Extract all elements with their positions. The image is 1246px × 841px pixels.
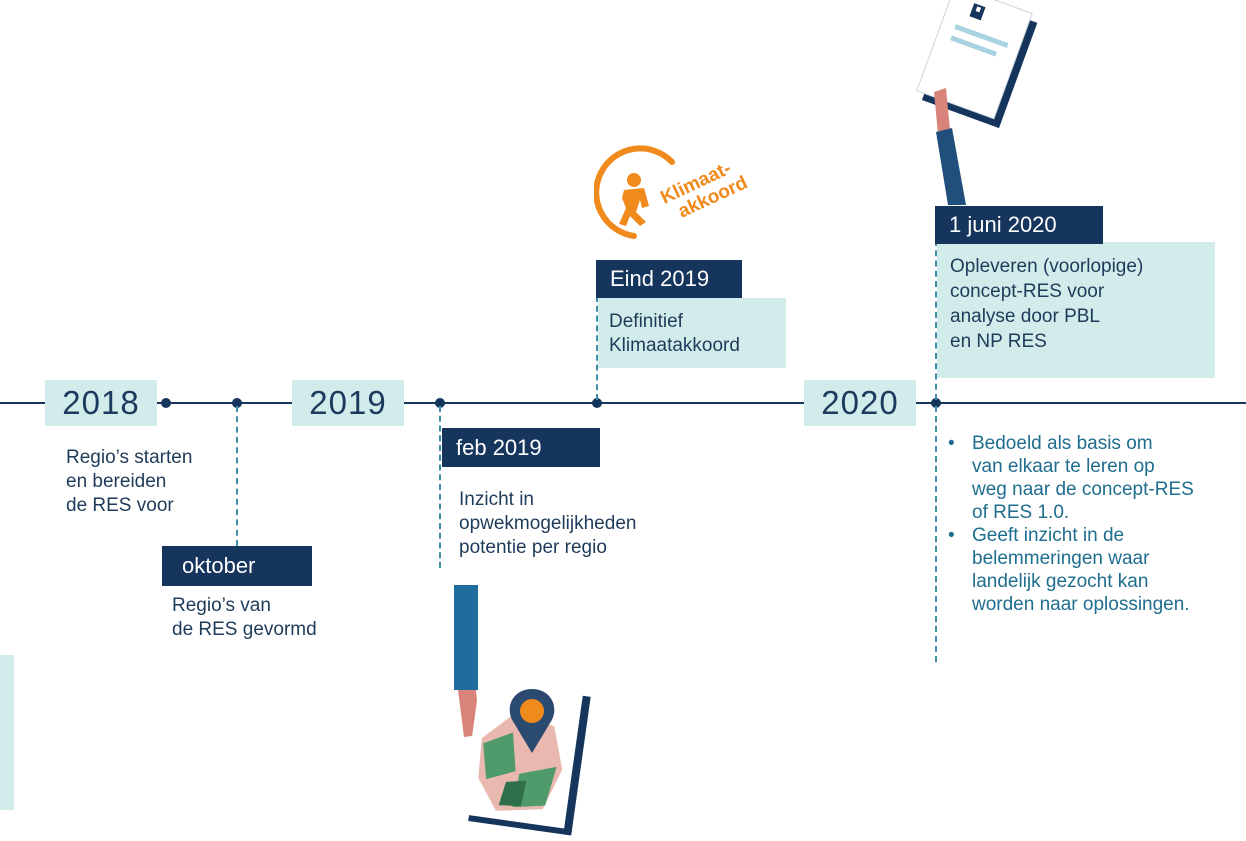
milestone-text-line: analyse door PBL	[950, 306, 1100, 327]
milestone-text-line: concept-RES voor	[950, 281, 1105, 302]
timeline-dot-juni2020	[931, 398, 941, 408]
timeline-dot-eind2019	[592, 398, 602, 408]
connector-oktober	[236, 406, 238, 546]
bullet-line: worden naar oplossingen.	[972, 594, 1190, 615]
connector-feb2019	[439, 406, 441, 568]
bullet-item: Geeft inzicht in de belemmeringen waar l…	[948, 524, 1194, 616]
map-hand-illustration	[454, 585, 591, 836]
connector-juni2020-down	[935, 406, 937, 662]
timeline-dot-feb2019	[435, 398, 445, 408]
bullet-line: Geeft inzicht in de	[972, 525, 1125, 546]
year-2020: 2020	[804, 380, 916, 426]
milestone-juni2020-label: 1 juni 2020	[935, 206, 1103, 244]
start-text-line: Regio’s starten	[66, 447, 193, 468]
timeline-dot-2018	[161, 398, 171, 408]
milestone-oktober-label: oktober	[162, 546, 312, 586]
milestone-text-line: potentie per regio	[459, 537, 607, 558]
connector-juni2020-up	[935, 240, 937, 400]
bullet-line: weg naar de concept-RES	[972, 479, 1194, 500]
timeline-dot-oktober	[232, 398, 242, 408]
milestone-juni2020-box	[937, 242, 1215, 378]
klimaatakkoord-logo: Klimaat- akkoord	[594, 145, 751, 239]
timeline-axis	[0, 402, 1246, 404]
start-text: Regio’s starten en bereiden de RES voor	[66, 446, 192, 518]
bullet-list: Bedoeld als basis om van elkaar te leren…	[948, 432, 1194, 616]
document-hand-illustration	[916, 0, 1038, 205]
milestone-eind2019-label: Eind 2019	[596, 260, 742, 298]
milestone-text-line: de RES gevormd	[172, 619, 317, 640]
bullet-line: belemmeringen waar	[972, 548, 1150, 569]
milestone-text-line: Klimaatakkoord	[609, 335, 740, 356]
bullet-item: Bedoeld als basis om van elkaar te leren…	[948, 432, 1194, 524]
year-2018: 2018	[45, 380, 157, 426]
figure-icon	[619, 173, 649, 226]
milestone-feb2019-text: Inzicht in opwekmogelijkheden potentie p…	[459, 488, 636, 560]
milestone-text-line: opwekmogelijkheden	[459, 513, 637, 534]
milestone-eind2019-text: Definitief Klimaatakkoord	[609, 310, 740, 358]
bullet-line: of RES 1.0.	[972, 502, 1070, 523]
milestone-text-line: Regio’s van	[172, 595, 271, 616]
year-2019: 2019	[292, 380, 404, 426]
milestone-text-line: en NP RES	[950, 331, 1047, 352]
milestone-text-line: Opleveren (voorlopige)	[950, 256, 1144, 277]
milestone-juni2020-text: Opleveren (voorlopige) concept-RES voor …	[950, 254, 1143, 354]
bullet-line: Bedoeld als basis om	[972, 433, 1153, 454]
decorative-panel	[0, 655, 14, 810]
start-text-line: de RES voor	[66, 495, 174, 516]
map-pin-icon	[509, 689, 555, 753]
milestone-text-line: Definitief	[609, 311, 683, 332]
bullet-line: landelijk gezocht kan	[972, 571, 1149, 592]
start-text-line: en bereiden	[66, 471, 167, 492]
milestone-feb2019-label: feb 2019	[442, 428, 600, 467]
milestone-oktober-text: Regio’s van de RES gevormd	[172, 594, 317, 642]
milestone-eind2019-box	[598, 298, 786, 368]
bullet-line: van elkaar te leren op	[972, 456, 1155, 477]
connector-eind2019	[596, 296, 598, 400]
milestone-text-line: Inzicht in	[459, 489, 534, 510]
